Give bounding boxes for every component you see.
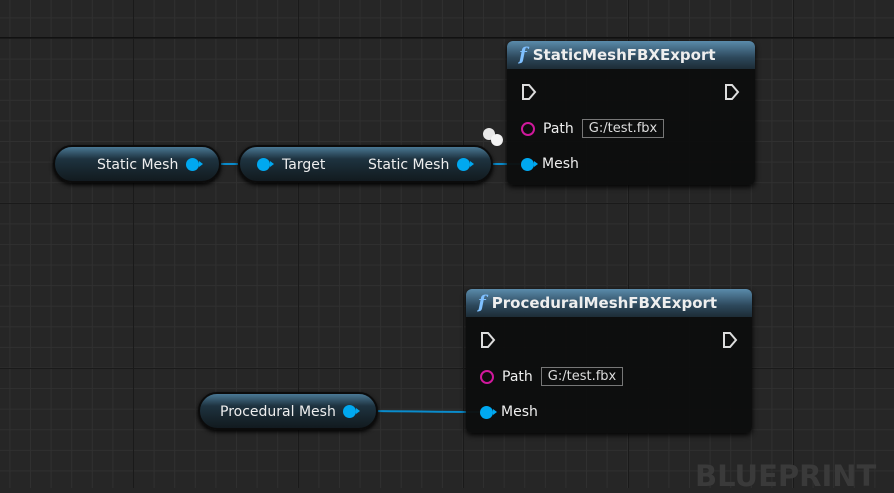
path-input[interactable]: G:/test.fbx <box>540 367 624 386</box>
path-label: Path <box>543 120 574 137</box>
path-input[interactable]: G:/test.fbx <box>581 119 665 138</box>
exec-output-pin-icon[interactable] <box>724 83 740 101</box>
mesh-label: Mesh <box>501 404 538 420</box>
static-mesh-output-pin[interactable] <box>186 158 203 171</box>
mesh-input-pin[interactable] <box>521 157 538 171</box>
node-title: ProceduralMeshFBXExport <box>491 294 718 312</box>
static-mesh-fbx-export-node[interactable]: f StaticMeshFBXExport Path G:/test.fbx Mes… <box>507 41 755 185</box>
exec-input-pin-icon[interactable] <box>521 83 537 101</box>
function-icon: f <box>519 44 527 65</box>
exec-input-pin-icon[interactable] <box>480 331 496 349</box>
function-icon: f <box>478 292 486 313</box>
procedural-mesh-output-pin[interactable] <box>343 405 360 418</box>
reroute-knot-icon <box>491 134 503 146</box>
static-mesh-output-pin[interactable] <box>457 158 474 171</box>
mesh-input-pin[interactable] <box>480 405 497 419</box>
static-mesh-output-label: Static Mesh <box>368 157 450 173</box>
path-label: Path <box>502 368 533 385</box>
path-pin-icon[interactable] <box>521 121 535 136</box>
static-mesh-label: Static Mesh <box>97 157 179 173</box>
get-static-mesh-node[interactable]: Target Static Mesh <box>238 145 493 183</box>
node-header: f StaticMeshFBXExport <box>507 41 755 69</box>
node-title: StaticMeshFBXExport <box>532 46 716 64</box>
graph-top-border <box>0 0 894 38</box>
static-mesh-variable-node[interactable]: Static Mesh <box>53 145 221 183</box>
exec-output-pin-icon[interactable] <box>722 331 738 349</box>
mesh-label: Mesh <box>542 156 579 172</box>
node-header: f ProceduralMeshFBXExport <box>466 289 752 317</box>
target-label: Target <box>282 157 326 173</box>
procedural-mesh-fbx-export-node[interactable]: f ProceduralMeshFBXExport Path G:/test.fbx… <box>466 289 752 433</box>
procedural-mesh-label: Procedural Mesh <box>220 404 336 420</box>
target-input-pin[interactable] <box>257 158 274 171</box>
path-pin-icon[interactable] <box>480 369 494 384</box>
procedural-mesh-variable-node[interactable]: Procedural Mesh <box>198 392 378 430</box>
blueprint-watermark: BLUEPRINT <box>695 459 877 493</box>
